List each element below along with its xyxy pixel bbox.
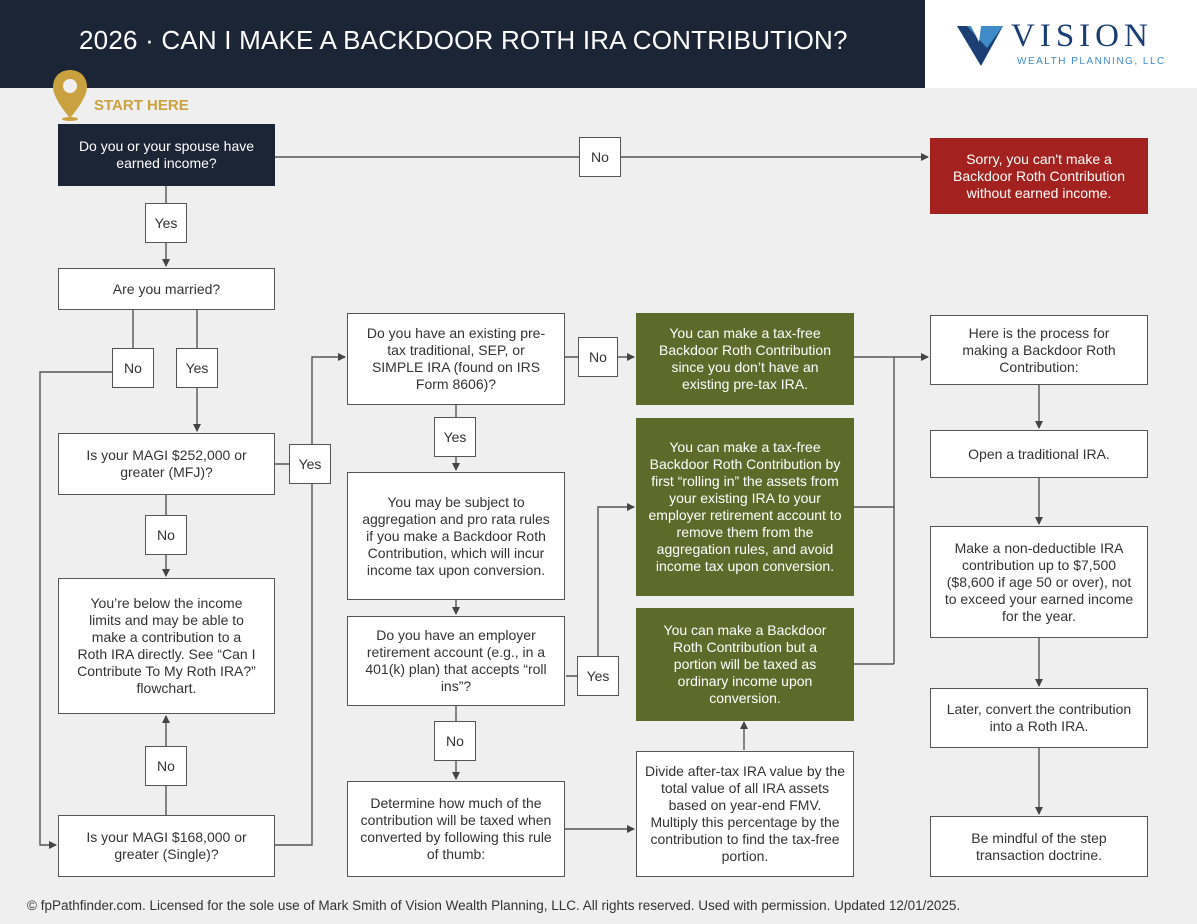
magi-single-question: Is your MAGI $168,000 or greater (Single… xyxy=(58,815,275,877)
earned-income-no-label: No xyxy=(579,137,621,177)
logo: VISION WEALTH PLANNING, LLC xyxy=(925,0,1197,88)
page-title: 2026 · CAN I MAKE A BACKDOOR ROTH IRA CO… xyxy=(79,25,848,55)
tax-free-rollin-result: You can make a tax-free Backdoor Roth Co… xyxy=(636,418,854,596)
employer-rollin-question: Do you have an employer retirement accou… xyxy=(347,616,565,706)
employer-no-label: No xyxy=(434,721,476,761)
employer-yes-label: Yes xyxy=(577,656,619,696)
married-no-label: No xyxy=(112,348,154,388)
determine-taxable-note: Determine how much of the contribution w… xyxy=(347,781,565,877)
logo-wordmark: VISION xyxy=(1011,18,1153,54)
existing-ira-yes-label: Yes xyxy=(434,417,476,457)
vision-logo-icon xyxy=(957,26,1003,66)
earned-income-yes-label: Yes xyxy=(145,203,187,243)
tax-free-no-ira-result: You can make a tax-free Backdoor Roth Co… xyxy=(636,313,854,405)
existing-ira-question: Do you have an existing pre-tax traditio… xyxy=(347,313,565,405)
process-intro: Here is the process for making a Backdoo… xyxy=(930,315,1148,385)
existing-ira-no-label: No xyxy=(578,337,618,377)
no-earned-income-result: Sorry, you can't make a Backdoor Roth Co… xyxy=(930,138,1148,214)
married-question: Are you married? xyxy=(58,268,275,310)
pro-rata-rule-of-thumb: Divide after-tax IRA value by the total … xyxy=(636,751,854,877)
below-income-limits-result: You’re below the income limits and may b… xyxy=(58,578,275,714)
copyright-footer: © fpPathfinder.com. Licensed for the sol… xyxy=(27,898,961,913)
portion-taxed-result: You can make a Backdoor Roth Contributio… xyxy=(636,608,854,721)
location-pin-icon xyxy=(53,70,87,121)
header-bar: 2026 · CAN I MAKE A BACKDOOR ROTH IRA CO… xyxy=(0,0,925,88)
aggregation-rules-note: You may be subject to aggregation and pr… xyxy=(347,472,565,600)
step-transaction-doctrine-note: Be mindful of the step transaction doctr… xyxy=(930,816,1148,877)
start-here-label: START HERE xyxy=(94,97,189,114)
step-open-traditional-ira: Open a traditional IRA. xyxy=(930,430,1148,478)
magi-yes-label: Yes xyxy=(289,444,331,484)
step-nondeductible-contribution: Make a non-deductible IRA contribution u… xyxy=(930,526,1148,638)
magi-single-no-label: No xyxy=(145,746,187,786)
step-convert-to-roth: Later, convert the contribution into a R… xyxy=(930,688,1148,748)
magi-mfj-no-label: No xyxy=(145,515,187,555)
magi-mfj-question: Is your MAGI $252,000 or greater (MFJ)? xyxy=(58,433,275,495)
logo-subtitle: WEALTH PLANNING, LLC xyxy=(1017,56,1166,67)
married-yes-label: Yes xyxy=(176,348,218,388)
earned-income-question: Do you or your spouse have earned income… xyxy=(58,124,275,186)
